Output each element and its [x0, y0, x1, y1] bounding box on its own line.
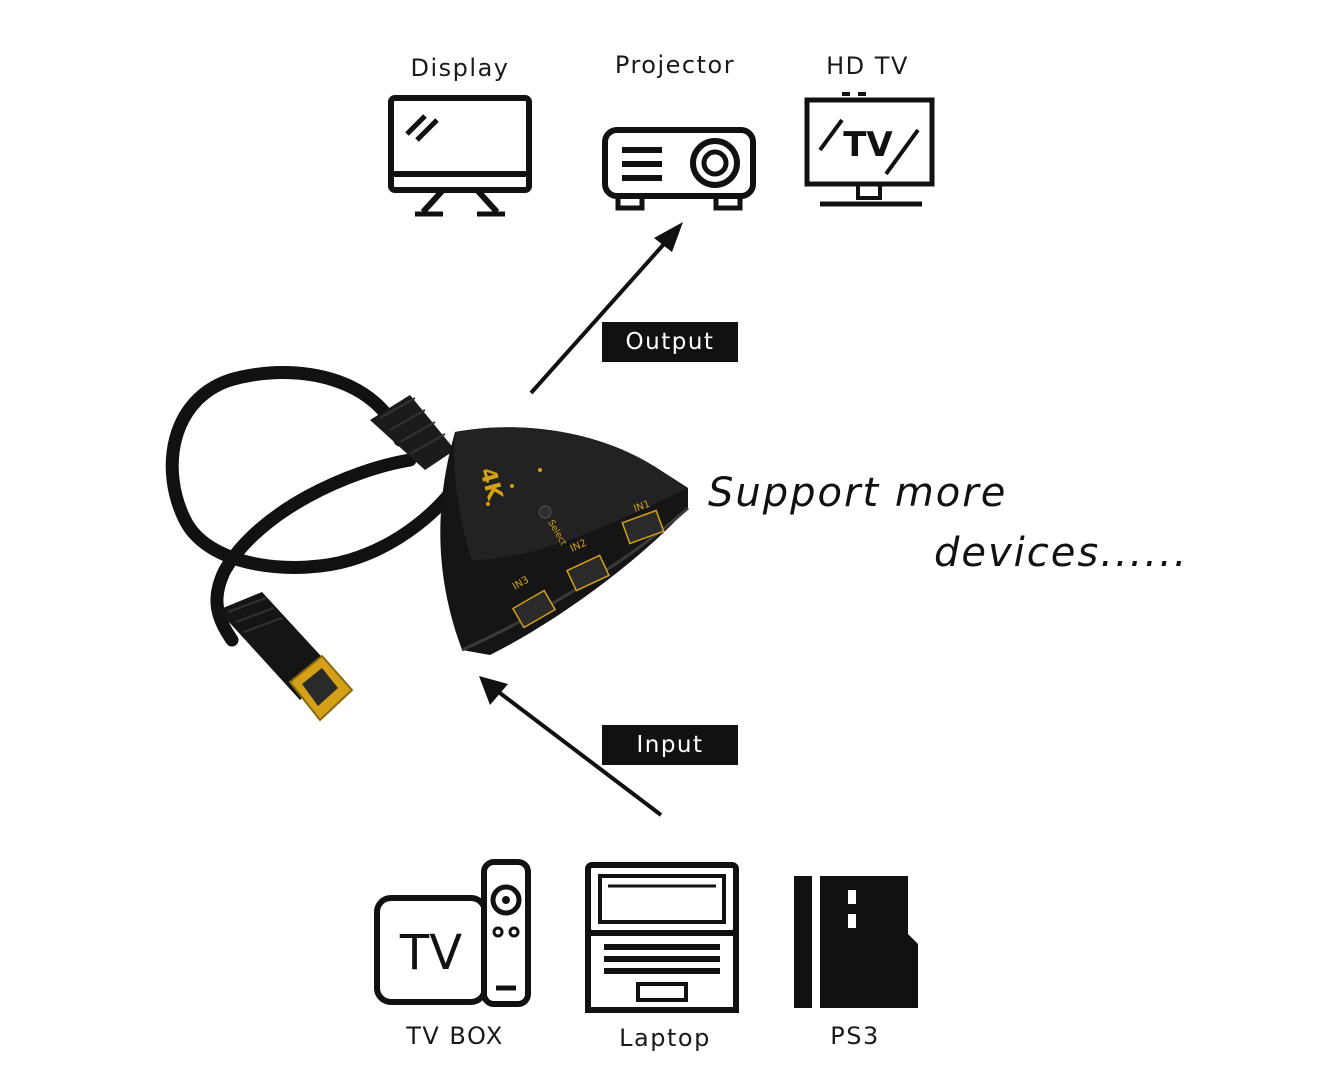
ps3-icon: [794, 876, 918, 1008]
hdmi-switch-image: IN1 IN2 IN3 4K Select: [165, 366, 690, 722]
hdtv-icon-text: TV: [843, 125, 893, 165]
slogan-line-2: devices......: [934, 530, 1189, 576]
tvbox-label: TV BOX: [406, 1022, 504, 1050]
input-tag: Input: [602, 725, 738, 765]
display-label: Display: [410, 54, 510, 82]
output-tag: Output: [602, 322, 738, 362]
tvbox-icon: TV: [374, 859, 531, 1007]
slogan-line-1: Support more: [708, 470, 1008, 516]
projector-icon: [602, 127, 756, 211]
switch-select-button: [538, 505, 552, 519]
laptop-label: Laptop: [619, 1024, 711, 1052]
hdtv-icon: TV: [804, 92, 935, 207]
display-icon: [388, 95, 532, 217]
projector-label: Projector: [614, 51, 736, 79]
tvbox-icon-text: TV: [399, 925, 462, 981]
laptop-icon: [585, 862, 739, 1013]
ps3-label: PS3: [830, 1022, 880, 1050]
switch-port-label-1: IN1: [632, 499, 652, 515]
hdtv-label: HD TV: [826, 52, 909, 80]
